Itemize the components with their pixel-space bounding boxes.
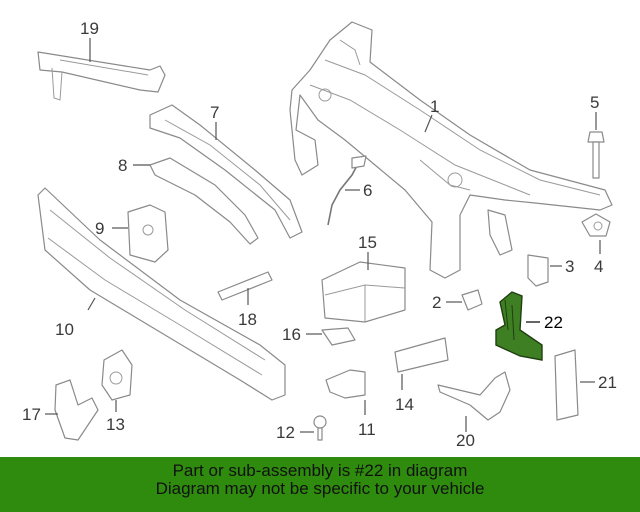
part-10	[37, 187, 286, 401]
part-5	[587, 112, 605, 179]
callout-4: 4	[594, 257, 603, 276]
part-4	[581, 213, 611, 254]
callout-1: 1	[430, 97, 439, 116]
parts-diagram: 19 7 1 5 8 6 9 15 3 4 2 22 18 10 16 21 1…	[22, 19, 617, 450]
part-11	[325, 369, 366, 415]
part-13	[101, 349, 133, 412]
callout-17: 17	[22, 405, 41, 424]
part-18	[217, 271, 273, 305]
part-21	[554, 349, 595, 421]
part-3	[527, 254, 562, 287]
notice-banner: Part or sub-assembly is #22 in diagram D…	[0, 457, 640, 512]
part-7	[149, 104, 303, 239]
part-14	[394, 337, 449, 390]
callout-16: 16	[282, 325, 301, 344]
part-12	[300, 415, 327, 441]
callout-8: 8	[118, 156, 127, 175]
callout-9: 9	[95, 219, 104, 238]
callout-5: 5	[590, 93, 599, 112]
callout-3: 3	[565, 257, 574, 276]
part-8	[133, 157, 259, 245]
part-17	[45, 379, 99, 441]
callout-18: 18	[238, 310, 257, 329]
part-22-highlighted[interactable]	[495, 291, 543, 361]
part-20	[437, 371, 511, 432]
callout-6: 6	[363, 181, 372, 200]
notice-line-2: Diagram may not be specific to your vehi…	[155, 479, 485, 498]
notice-line-1: Part or sub-assembly is #22 in diagram	[172, 461, 468, 480]
callout-11: 11	[358, 420, 376, 439]
callout-7: 7	[210, 103, 219, 122]
callout-2: 2	[432, 293, 441, 312]
part-15	[321, 252, 406, 323]
part-16	[306, 327, 356, 346]
part-1	[289, 21, 613, 279]
callout-14: 14	[395, 395, 414, 414]
callout-12: 12	[276, 423, 295, 442]
callout-20: 20	[456, 431, 475, 450]
callout-21: 21	[598, 373, 617, 392]
callout-13: 13	[106, 415, 125, 434]
callout-22: 22	[544, 313, 563, 332]
part-9	[112, 204, 169, 263]
part-2	[446, 289, 483, 311]
callout-15: 15	[358, 233, 377, 252]
callout-19: 19	[80, 19, 99, 38]
part-6	[327, 155, 367, 226]
part-19	[37, 38, 166, 101]
callout-10: 10	[55, 320, 74, 339]
